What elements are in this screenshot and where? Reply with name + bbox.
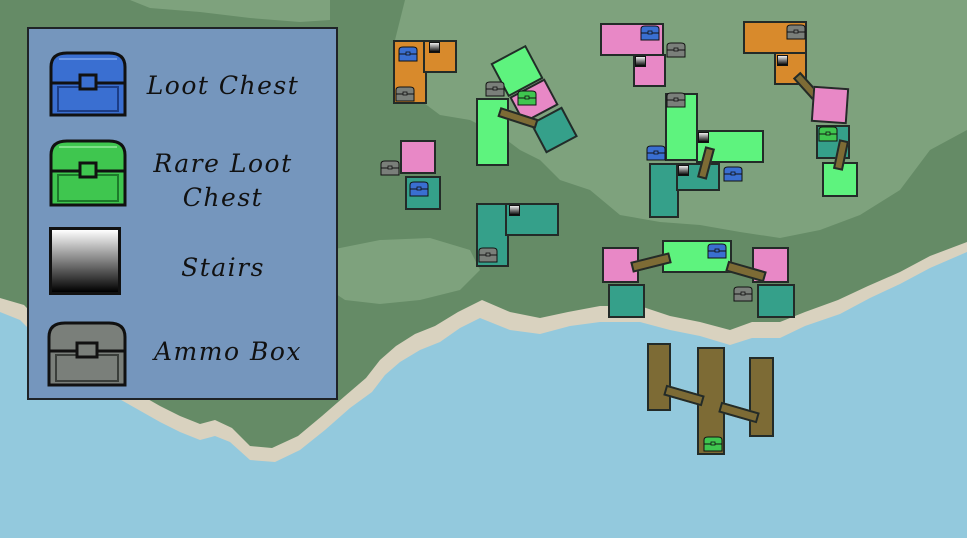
stairs-icon (49, 227, 121, 295)
legend-label-rare-loot-chest: Rare Loot Chest (153, 149, 293, 212)
dock-pier (647, 343, 671, 411)
legend-label-stairs: Stairs (181, 253, 265, 282)
loot-chest-marker[interactable] (646, 145, 666, 161)
ammo-box-marker[interactable] (380, 160, 400, 176)
legend-label-ammo-box: Ammo Box (154, 337, 302, 366)
building-teal (649, 163, 679, 218)
rare-loot-chest-marker[interactable] (517, 90, 537, 106)
dock-pier (749, 357, 774, 437)
ammo-box-marker[interactable] (786, 24, 806, 40)
grass-highland-west (130, 0, 330, 22)
loot-chest-marker[interactable] (707, 243, 727, 259)
building-pink (400, 140, 436, 174)
building-pink (810, 85, 850, 125)
ammo-box-marker[interactable] (478, 247, 498, 263)
stairs-marker (429, 42, 440, 53)
loot-chest-marker[interactable] (398, 46, 418, 62)
legend-panel: Loot Chest Rare Loot Chest Stairs Ammo B… (27, 27, 338, 400)
rare-loot-chest-marker[interactable] (818, 126, 838, 142)
stairs-marker (635, 56, 646, 67)
ammo-box-marker[interactable] (666, 42, 686, 58)
rare-loot-chest-marker[interactable] (703, 436, 723, 452)
stairs-marker (698, 132, 709, 143)
ammo-box-marker[interactable] (395, 86, 415, 102)
loot-chest-marker[interactable] (409, 181, 429, 197)
loot-chest-marker[interactable] (640, 25, 660, 41)
ammo-box-marker[interactable] (485, 81, 505, 97)
legend-label-loot-chest: Loot Chest (146, 71, 300, 100)
loot-chest-icon (49, 51, 127, 117)
stairs-marker (509, 205, 520, 216)
loot-chest-marker[interactable] (723, 166, 743, 182)
building-orange (423, 40, 457, 73)
ammo-box-marker[interactable] (666, 92, 686, 108)
ammo-box-icon (47, 321, 127, 387)
ammo-box-marker[interactable] (733, 286, 753, 302)
grass-highland-south (330, 238, 480, 304)
building-teal (757, 284, 795, 318)
stairs-marker (678, 165, 689, 176)
building-teal (608, 284, 645, 318)
stairs-marker (777, 55, 788, 66)
rare-loot-chest-icon (49, 139, 127, 207)
